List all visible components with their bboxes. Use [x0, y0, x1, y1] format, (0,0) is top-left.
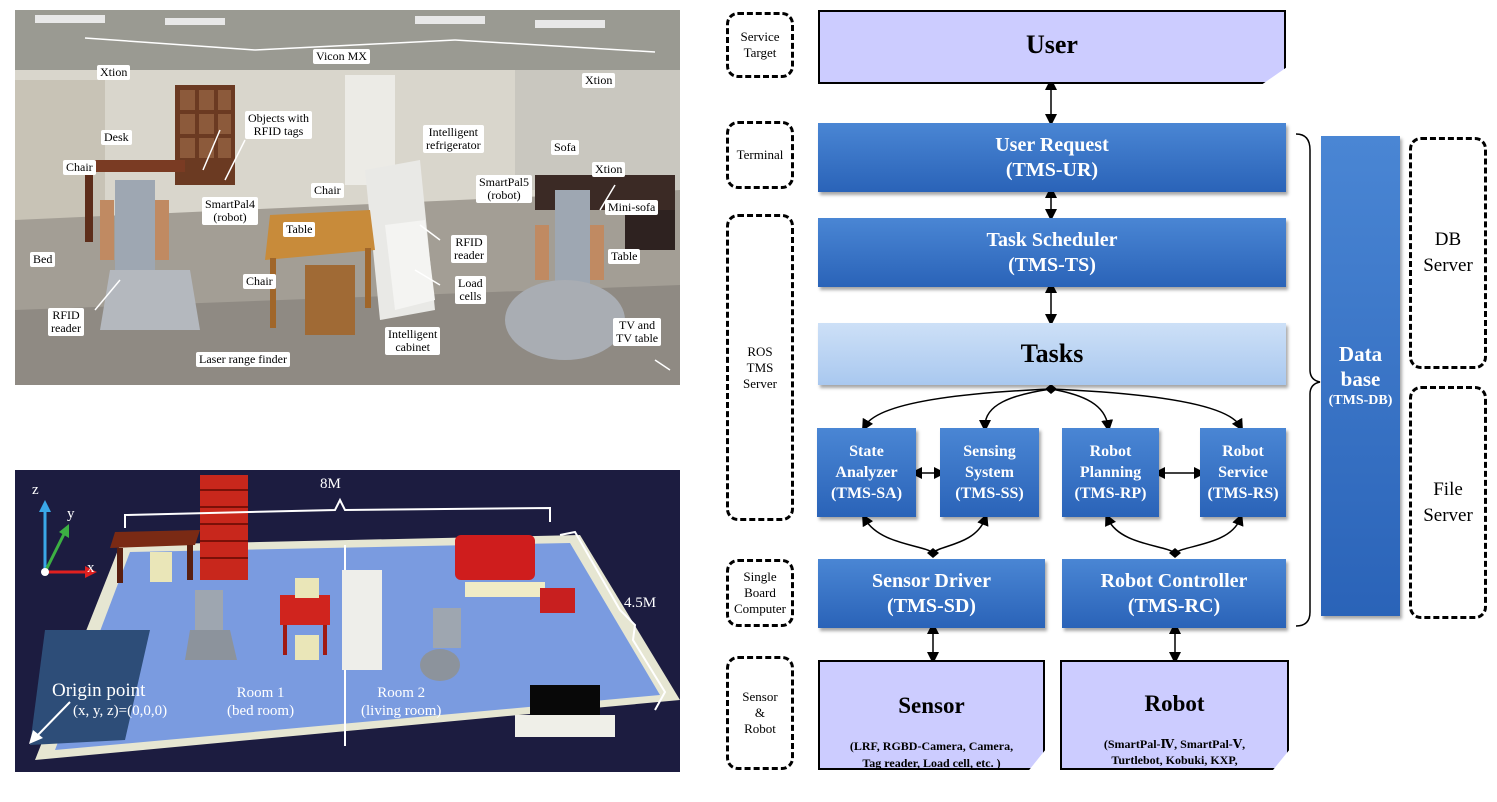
label-rfid-reader-left: RFID reader [48, 308, 84, 336]
label-chair-bottom: Chair [243, 274, 276, 289]
label-intelligent-cabinet: Intelligent cabinet [385, 327, 441, 355]
label-laser-range-finder: Laser range finder [196, 352, 290, 367]
sensor-detail: (LRF, RGBD-Camera, Camera, Tag reader, L… [849, 739, 1014, 770]
sensor-title: Sensor [898, 693, 965, 718]
user-request-box: User Request (TMS-UR) [818, 123, 1286, 192]
side-label-ros-tms-server: ROS TMS Server [726, 214, 794, 521]
label-chair-mid: Chair [311, 183, 344, 198]
label-smartpal4: SmartPal4 (robot) [202, 197, 258, 225]
robot-title: Robot [1144, 691, 1205, 716]
dimension-depth-label: 4.5M [624, 595, 657, 611]
axis-x-label: x [87, 560, 95, 576]
sensor-driver-box: Sensor Driver (TMS-SD) [818, 559, 1045, 628]
label-objects-rfid: Objects with RFID tags [245, 111, 312, 139]
robot-box: Robot (SmartPal-Ⅳ, SmartPal-Ⅴ, Turtlebot… [1060, 660, 1289, 770]
database-box: Data base (TMS-DB) [1321, 136, 1400, 616]
axis-y-label: y [67, 506, 75, 522]
tasks-box: Tasks [818, 323, 1286, 385]
label-table-right: Table [608, 249, 641, 264]
label-smartpal5: SmartPal5 (robot) [476, 175, 532, 203]
label-xtion-left: Xtion [97, 65, 131, 80]
room-photo: Vicon MX Xtion Xtion Desk Objects with R… [15, 10, 680, 385]
side-label-db-server: DB Server [1409, 137, 1487, 369]
robot-controller-box: Robot Controller (TMS-RC) [1062, 559, 1286, 628]
origin-point-title: Origin point [52, 680, 146, 701]
side-label-terminal: Terminal [726, 121, 794, 189]
origin-point-coords: (x, y, z)=(0,0,0) [73, 703, 168, 719]
side-label-file-server: File Server [1409, 386, 1487, 619]
room2-label: Room 2 (living room) [361, 685, 442, 719]
tms-architecture: Service Target Terminal ROS TMS Server S… [726, 10, 1487, 770]
side-label-service-target: Service Target [726, 12, 794, 78]
label-sofa: Sofa [551, 140, 579, 155]
database-subtitle: (TMS-DB) [1328, 393, 1393, 408]
label-desk: Desk [101, 130, 132, 145]
axis-z-label: z [32, 482, 39, 498]
user-box: User [818, 10, 1286, 84]
robot-planning-box: Robot Planning (TMS-RP) [1062, 428, 1159, 517]
room-map-scene [29, 475, 680, 760]
label-bed: Bed [30, 252, 56, 267]
robot-detail: (SmartPal-Ⅳ, SmartPal-Ⅴ, Turtlebot, Kobu… [1103, 737, 1246, 783]
architecture-connectors [861, 78, 1321, 664]
label-rfid-reader-mid: RFID reader [451, 235, 487, 263]
dimension-width-label: 8M [320, 476, 341, 492]
label-chair-left: Chair [63, 160, 96, 175]
task-scheduler-box: Task Scheduler (TMS-TS) [818, 218, 1286, 287]
label-xtion-sofa: Xtion [592, 162, 626, 177]
side-label-single-board-computer: Single Board Computer [726, 559, 794, 627]
room1-label: Room 1 (bed room) [227, 685, 295, 719]
label-table-mid: Table [283, 222, 316, 237]
state-analyzer-box: State Analyzer (TMS-SA) [817, 428, 916, 517]
label-xtion-right: Xtion [582, 73, 616, 88]
room-photo-scene [15, 10, 680, 385]
label-vicon-mx: Vicon MX [313, 49, 370, 64]
room-map-3d: z y x 8M 4.5M Origin point (x, y, z)=(0,… [15, 470, 680, 772]
label-mini-sofa: Mini-sofa [605, 200, 659, 215]
robot-service-box: Robot Service (TMS-RS) [1200, 428, 1286, 517]
label-tv-and-table: TV and TV table [613, 318, 662, 346]
database-title: Data base [1338, 342, 1383, 391]
label-load-cells: Load cells [455, 276, 486, 304]
sensing-system-box: Sensing System (TMS-SS) [940, 428, 1039, 517]
label-intelligent-refrigerator: Intelligent refrigerator [423, 125, 484, 153]
side-label-sensor-robot: Sensor & Robot [726, 656, 794, 770]
sensor-box: Sensor (LRF, RGBD-Camera, Camera, Tag re… [818, 660, 1045, 770]
